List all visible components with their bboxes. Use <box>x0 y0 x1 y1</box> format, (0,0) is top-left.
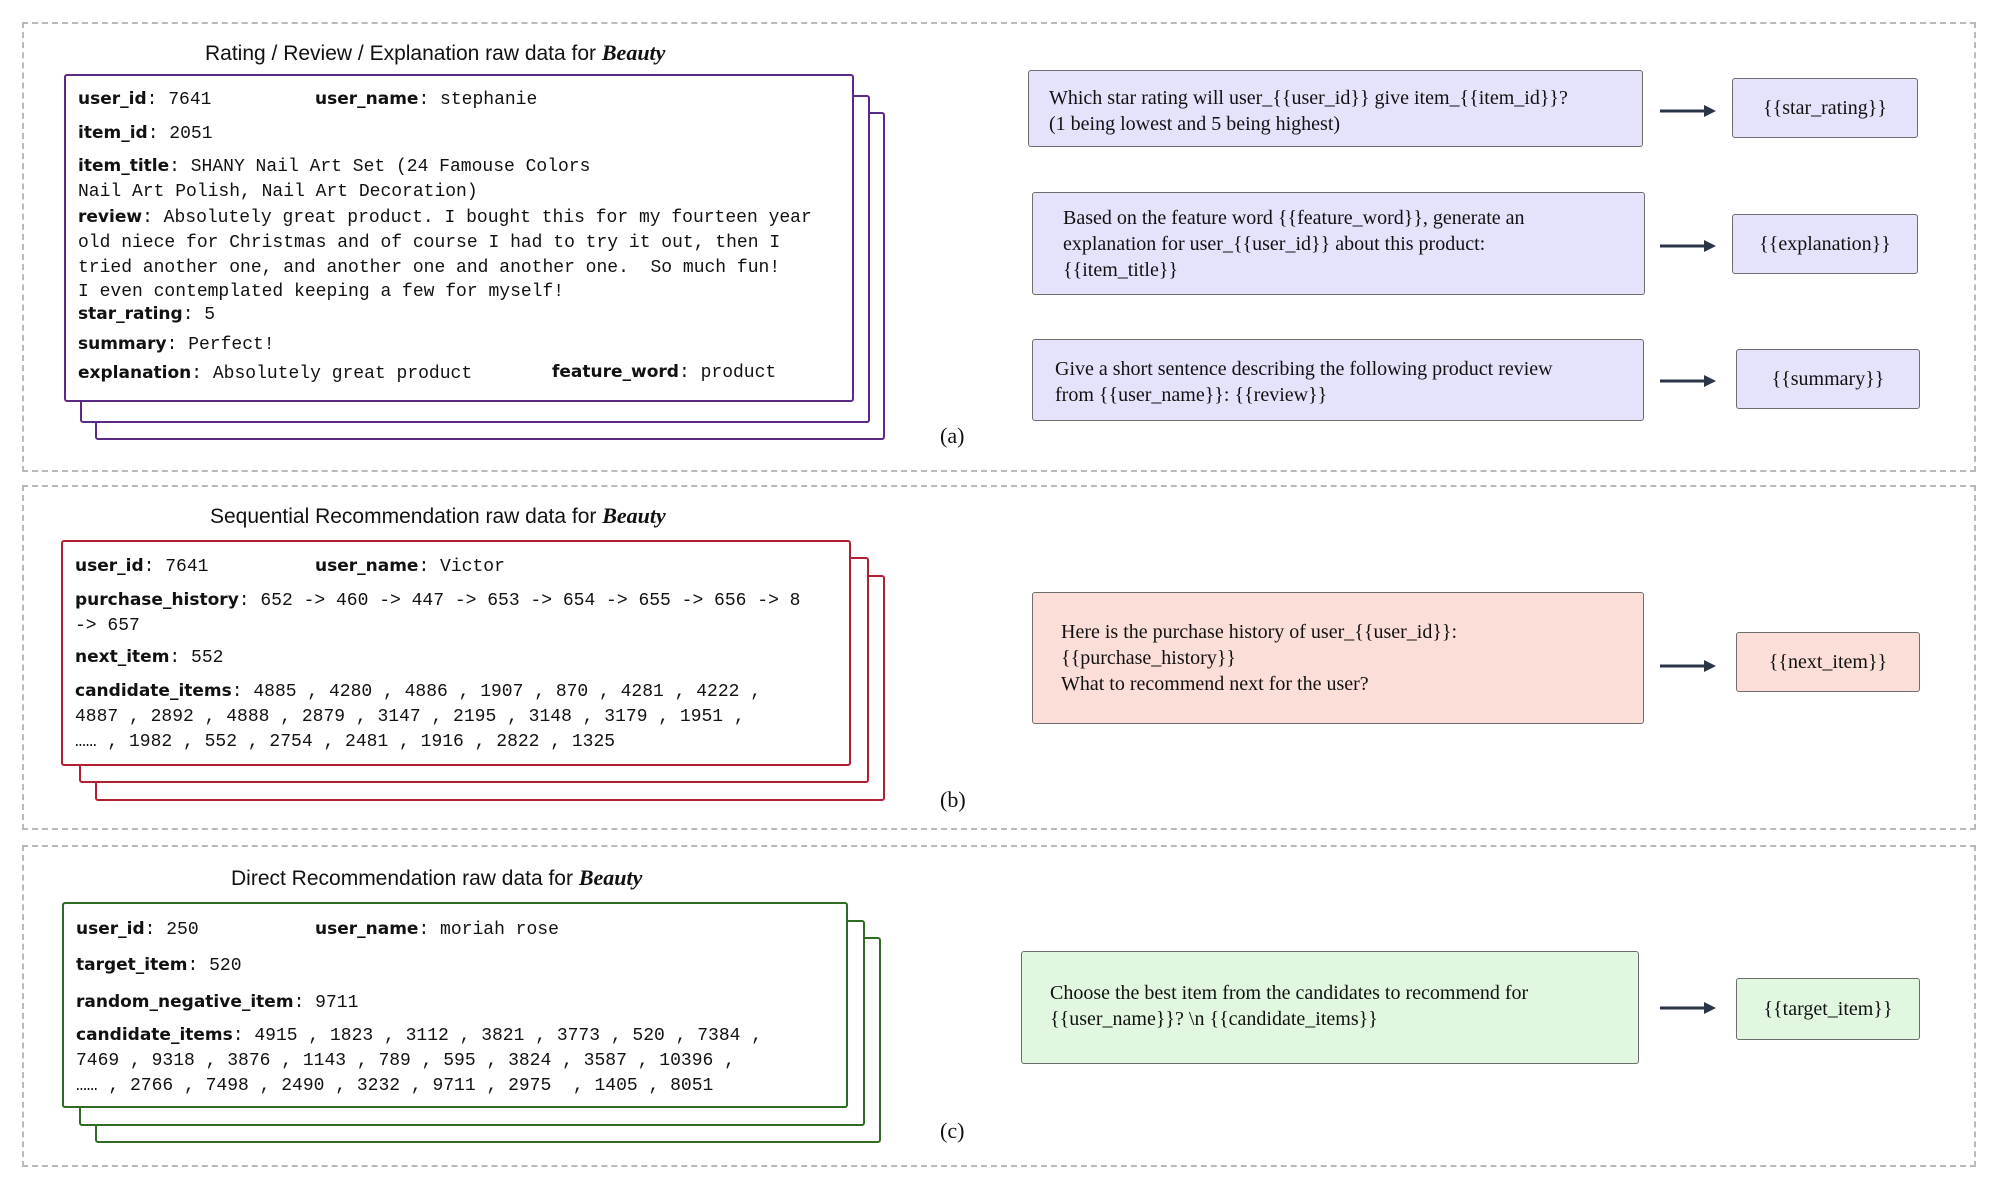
field-explanation: explanation: Absolutely great product <box>78 363 473 384</box>
field-next-item: next_item: 552 <box>75 647 224 668</box>
arrow-icon <box>1660 240 1716 252</box>
field-item-title: item_title: SHANY Nail Art Set (24 Famou… <box>78 156 591 177</box>
section-title-c: Direct Recommendation raw data for Beaut… <box>231 865 643 890</box>
field-item-title-continued: Nail Art Polish, Nail Art Decoration) <box>78 182 478 202</box>
target-explanation: {{explanation}} <box>1732 214 1918 274</box>
field-feature-word: feature_word: product <box>552 362 777 383</box>
prompt-next-item: Here is the purchase history of user_{{u… <box>1032 592 1644 724</box>
field-user-id: user_id: 7641 <box>78 89 212 110</box>
raw-data-card-b <box>61 540 851 766</box>
field-user-name: user_name: moriah rose <box>315 919 559 940</box>
panel-direct-recommendation <box>22 845 1976 1167</box>
field-target-item: target_item: 520 <box>76 955 242 976</box>
field-purchase-history-continued: -> 657 <box>75 616 140 636</box>
target-target-item: {{target_item}} <box>1736 978 1920 1040</box>
field-candidate-items-continued: 4887 , 2892 , 4888 , 2879 , 3147 , 2195 … <box>75 707 745 752</box>
prompt-target-item: Choose the best item from the candidates… <box>1021 951 1639 1064</box>
field-random-negative-item: random_negative_item: 9711 <box>76 992 359 1013</box>
field-candidate-items: candidate_items: 4885 , 4280 , 4886 , 19… <box>75 681 762 702</box>
panel-label-c: (c) <box>940 1118 965 1143</box>
prompt-star-rating: Which star rating will user_{{user_id}} … <box>1028 70 1643 147</box>
arrow-icon <box>1660 105 1716 117</box>
field-candidate-items-continued: 7469 , 9318 , 3876 , 1143 , 789 , 595 , … <box>76 1051 735 1096</box>
target-next-item: {{next_item}} <box>1736 632 1920 692</box>
field-review-continued: old niece for Christmas and of course I … <box>78 233 781 302</box>
field-user-id: user_id: 250 <box>76 919 199 940</box>
section-title-b: Sequential Recommendation raw data for B… <box>210 503 666 528</box>
field-user-name: user_name: Victor <box>315 556 505 577</box>
raw-data-card-a <box>64 74 854 402</box>
panel-rating-review-explanation <box>22 22 1976 472</box>
field-summary: summary: Perfect! <box>78 334 275 355</box>
arrow-icon <box>1660 375 1716 387</box>
field-user-id: user_id: 7641 <box>75 556 209 577</box>
field-candidate-items: candidate_items: 4915 , 1823 , 3112 , 38… <box>76 1025 763 1046</box>
raw-data-card-c <box>62 902 848 1108</box>
panel-sequential-recommendation <box>22 485 1976 830</box>
field-item-id: item_id: 2051 <box>78 123 213 144</box>
field-review: review: Absolutely great product. I boug… <box>78 207 812 228</box>
panel-label-b: (b) <box>940 787 966 812</box>
target-star-rating: {{star_rating}} <box>1732 78 1918 138</box>
field-purchase-history: purchase_history: 652 -> 460 -> 447 -> 6… <box>75 590 801 611</box>
arrow-icon <box>1660 1002 1716 1014</box>
prompt-explanation: Based on the feature word {{feature_word… <box>1032 192 1645 295</box>
field-star-rating: star_rating: 5 <box>78 304 216 325</box>
prompt-summary: Give a short sentence describing the fol… <box>1032 339 1644 421</box>
target-summary: {{summary}} <box>1736 349 1920 409</box>
panel-label-a: (a) <box>940 423 965 448</box>
field-user-name: user_name: stephanie <box>315 89 538 110</box>
section-title-a: Rating / Review / Explanation raw data f… <box>205 40 666 65</box>
arrow-icon <box>1660 660 1716 672</box>
